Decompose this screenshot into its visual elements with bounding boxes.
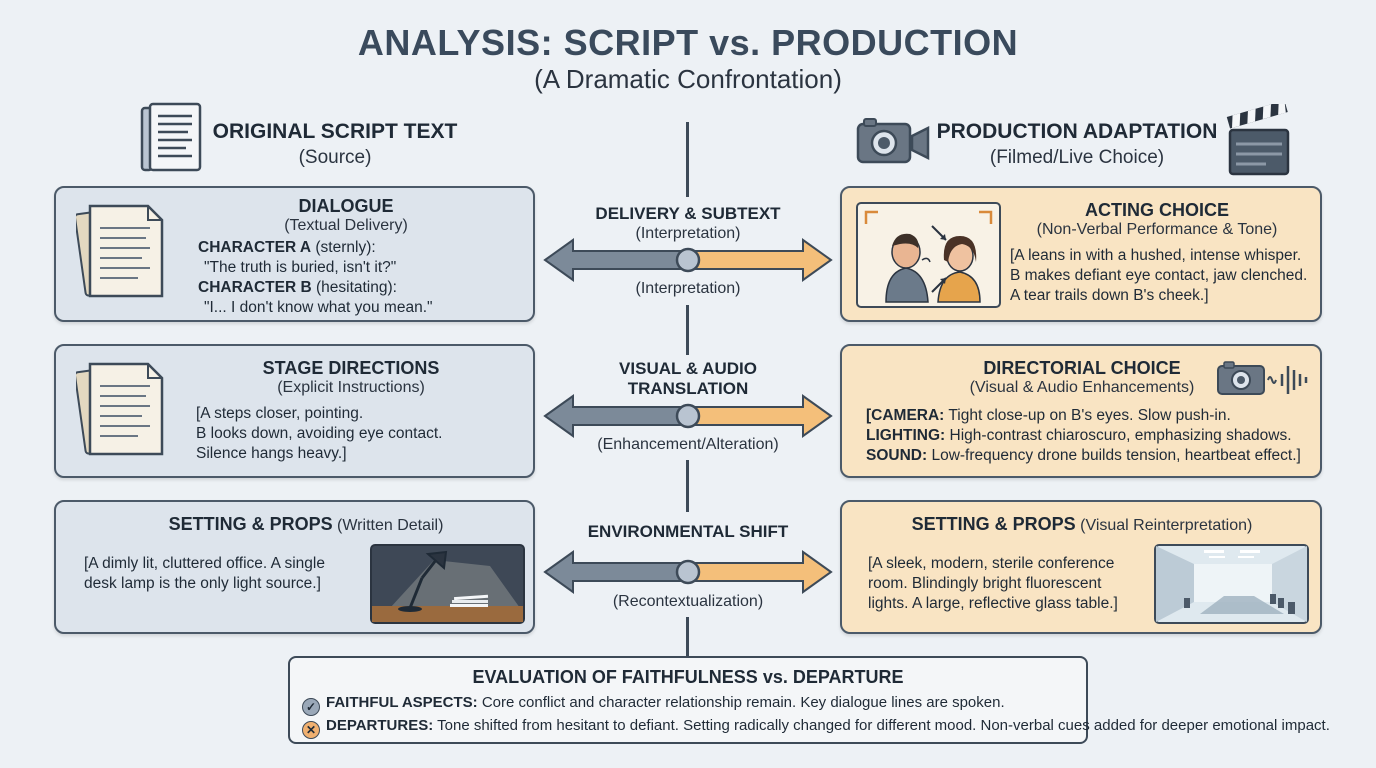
camera-audio-icon [1216,360,1312,396]
camera-icon [856,116,930,166]
character-b-line: "I... I don't know what you mean." [204,299,433,316]
clapperboard-icon [1226,100,1292,176]
setting-props-visual-title: SETTING & PROPS [911,514,1076,534]
stage-directions-title: STAGE DIRECTIONS [262,358,440,378]
departures-text: Tone shifted from hesitant to defiant. S… [433,717,1330,734]
stage-directions-panel: STAGE DIRECTIONS (Explicit Instructions)… [54,344,535,478]
acting-choice-text: [A leans in with a hushed, intense whisp… [1010,246,1316,306]
setting-line: [A dimly lit, cluttered office. A single [84,555,325,572]
lighting-label: LIGHTING: [866,427,946,444]
right-column-header: PRODUCTION ADAPTATION (Filmed/Live Choic… [936,120,1218,169]
acting-line: B makes defiant eye contact, jaw clenche… [1010,267,1308,284]
acting-choice-subtitle: (Non-Verbal Performance & Tone) [1036,221,1278,238]
stage-line: B looks down, avoiding eye contact. [196,425,443,442]
dialogue-title: DIALOGUE [298,196,394,216]
visual-audio-label: VISUAL & AUDIO TRANSLATION [568,359,808,399]
conference-room-image [1154,544,1309,624]
actors-scene-image [856,202,1001,308]
stage-directions-subtitle: (Explicit Instructions) [277,379,425,396]
visual-audio-label-line: VISUAL & AUDIO [619,359,757,378]
environmental-shift-label: ENVIRONMENTAL SHIFT [587,522,789,541]
setting-props-visual-note: (Visual Reinterpretation) [1075,517,1253,534]
stage-line: [A steps closer, pointing. [196,405,364,422]
setting-line: desk lamp is the only light source.] [84,575,321,592]
dialogue-text: CHARACTER A (sternly): "The truth is bur… [198,238,528,318]
setting-line: [A sleek, modern, sterile conference [868,555,1115,572]
setting-line: lights. A large, reflective glass table.… [868,595,1118,612]
character-a-note: (sternly): [311,239,376,256]
dialogue-panel: DIALOGUE (Textual Delivery) CHARACTER A … [54,186,535,322]
setting-line: room. Blindingly bright fluorescent [868,575,1102,592]
page-title: ANALYSIS: SCRIPT vs. PRODUCTION [357,22,1019,63]
left-column-title: ORIGINAL SCRIPT TEXT [212,120,458,143]
script-document-icon [138,102,208,174]
faithful-label: FAITHFUL ASPECTS: [326,694,478,711]
setting-props-written-text: [A dimly lit, cluttered office. A single… [84,554,374,594]
camera-text: Tight close-up on B's eyes. Slow push-in… [944,407,1231,424]
script-pages-icon [73,198,166,303]
right-column-subtitle: (Filmed/Live Choice) [989,147,1165,168]
delivery-subtext-sub-top: (Interpretation) [635,225,741,242]
setting-props-visual-text: [A sleek, modern, sterile conference roo… [868,554,1158,614]
center-divider [686,617,689,657]
directorial-choice-panel: DIRECTORIAL CHOICE (Visual & Audio Enhan… [840,344,1322,478]
acting-line: A tear trails down B's cheek.] [1010,287,1209,304]
dialogue-subtitle: (Textual Delivery) [284,217,408,234]
center-divider [686,305,689,355]
left-column-header: ORIGINAL SCRIPT TEXT (Source) [200,120,470,169]
directorial-choice-title: DIRECTORIAL CHOICE [983,358,1181,378]
departures-row: ✕ DEPARTURES: Tone shifted from hesitant … [302,717,1330,739]
evaluation-box: EVALUATION OF FAITHFULNESS vs. DEPARTURE… [288,656,1330,744]
character-a-name: CHARACTER A [198,239,312,256]
setting-props-visual-panel: SETTING & PROPS (Visual Reinterpretation… [840,500,1322,634]
acting-choice-panel: ACTING CHOICE (Non-Verbal Performance & … [840,186,1322,322]
left-column-subtitle: (Source) [298,147,372,168]
acting-choice-title: ACTING CHOICE [1085,200,1229,220]
visual-audio-sub: (Enhancement/Alteration) [597,436,779,453]
setting-props-visual-heading: SETTING & PROPS (Visual Reinterpretation… [882,514,1282,535]
departures-label: DEPARTURES: [326,717,434,734]
right-column-title: PRODUCTION ADAPTATION [936,120,1218,143]
environmental-shift-sub: (Recontextualization) [612,593,764,610]
lighting-text: High-contrast chiaroscuro, emphasizing s… [945,427,1292,444]
camera-label: [CAMERA: [866,407,945,424]
environmental-shift-arrow [543,550,833,594]
faithful-text: Core conflict and character relationship… [477,694,1005,711]
delivery-subtext-sub-bottom: (Interpretation) [635,280,741,297]
script-pages-icon [73,356,166,461]
check-circle-icon: ✓ [302,698,320,716]
directorial-choice-text: [CAMERA: Tight close-up on B's eyes. Slo… [866,406,1318,466]
sound-text: Low-frequency drone builds tension, hear… [927,447,1301,464]
stage-directions-text: [A steps closer, pointing. B looks down,… [196,404,526,464]
page-subtitle: (A Dramatic Confrontation) [534,64,842,94]
center-divider [686,460,689,512]
stage-line: Silence hangs heavy.] [196,445,347,462]
setting-props-written-panel: SETTING & PROPS (Written Detail) [A diml… [54,500,535,634]
x-circle-icon: ✕ [302,721,320,739]
character-a-line: "The truth is buried, isn't it?" [204,259,397,276]
desk-lamp-image [370,544,525,624]
character-b-note: (hesitating): [311,279,397,296]
faithful-aspects-row: ✓ FAITHFUL ASPECTS: Core conflict and cha… [302,694,1005,716]
setting-props-written-heading: SETTING & PROPS (Written Detail) [156,514,456,535]
setting-props-written-note: (Written Detail) [332,517,444,534]
acting-line: [A leans in with a hushed, intense whisp… [1010,247,1302,264]
setting-props-written-title: SETTING & PROPS [168,514,333,534]
visual-audio-label-line: TRANSLATION [627,379,749,398]
visual-audio-arrow [543,394,833,438]
delivery-arrow [543,238,833,282]
center-divider [686,122,689,197]
character-b-name: CHARACTER B [198,279,312,296]
evaluation-title: EVALUATION OF FAITHFULNESS vs. DEPARTURE [472,667,904,687]
delivery-subtext-label: DELIVERY & SUBTEXT [595,204,781,223]
sound-label: SOUND: [866,447,928,464]
directorial-choice-subtitle: (Visual & Audio Enhancements) [969,379,1195,396]
